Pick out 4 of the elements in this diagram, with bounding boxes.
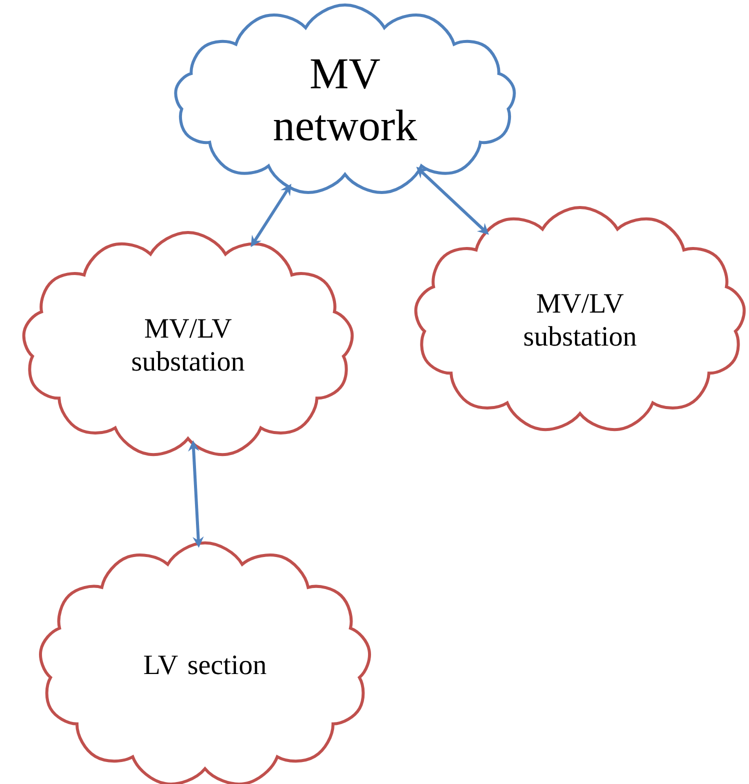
cloud-node: MV/LV substation [22, 231, 354, 456]
cloud-node: MV network [174, 4, 516, 194]
cloud-node: LV section [39, 541, 371, 784]
cloud-node: MV/LV substation [414, 206, 746, 432]
